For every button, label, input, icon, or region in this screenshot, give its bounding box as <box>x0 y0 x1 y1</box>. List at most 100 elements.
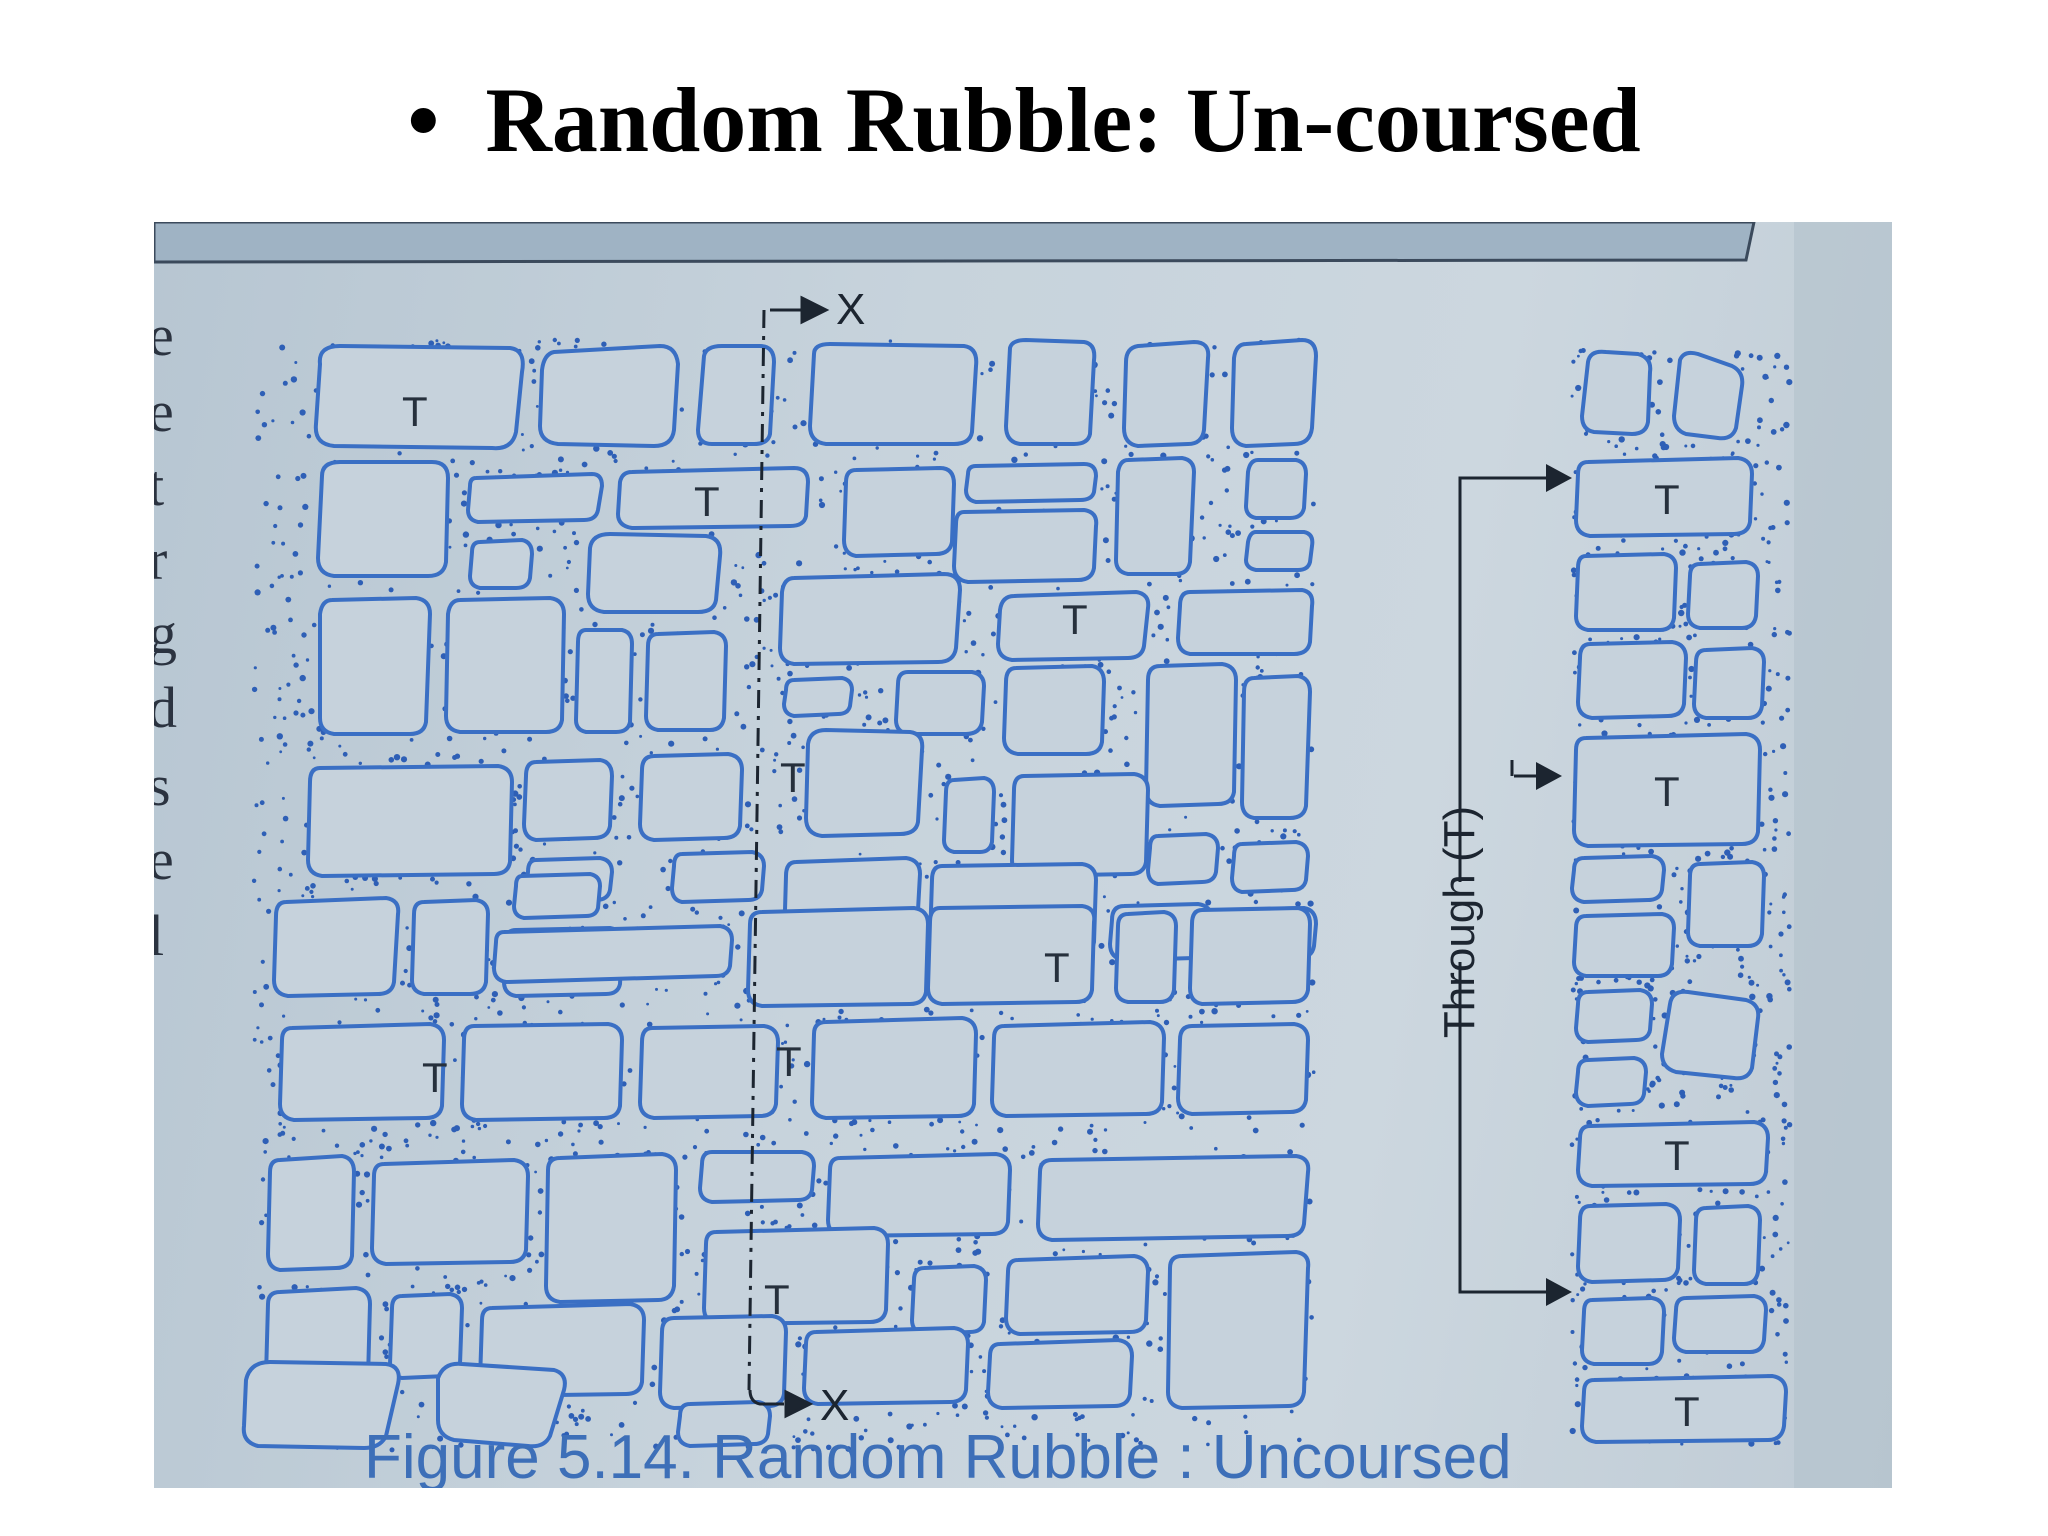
mortar-dot <box>803 1060 811 1068</box>
mortar-dot <box>400 756 408 763</box>
mortar-dot <box>1739 1361 1745 1367</box>
section-arrow-top <box>770 295 830 325</box>
mortar-dot <box>581 461 588 468</box>
mortar-dot <box>1786 1044 1792 1050</box>
mortar-dot <box>528 358 535 365</box>
stone <box>825 1151 1013 1239</box>
mortar-dot <box>771 440 776 445</box>
mortar-dot <box>1718 1083 1724 1089</box>
mortar-dot <box>1649 1080 1656 1087</box>
mortar-dot <box>760 1220 765 1225</box>
mortar-dot <box>749 827 754 832</box>
mortar-dot <box>1136 901 1140 905</box>
mortar-dot <box>738 593 743 598</box>
mortar-dot <box>513 828 518 834</box>
mortar-dot <box>285 596 292 603</box>
mortar-dot <box>421 1009 425 1013</box>
mortar-dot <box>259 390 266 397</box>
mortar-dot <box>776 824 783 830</box>
mortar-dot <box>1580 1286 1586 1292</box>
mortar-dot <box>988 585 994 590</box>
mortar-dot <box>463 543 468 548</box>
mortar-dot <box>1785 675 1791 681</box>
mortar-dot <box>389 1447 395 1453</box>
mortar-dot <box>1763 751 1768 757</box>
mortar-dot <box>558 468 563 472</box>
stone <box>1113 909 1179 1004</box>
mortar-dot <box>1254 819 1260 825</box>
mortar-dot <box>735 944 741 950</box>
mortar-dot <box>679 1299 684 1304</box>
mortar-dot <box>772 769 777 774</box>
mortar-dot <box>1309 1315 1314 1320</box>
mortar-dot <box>299 409 306 416</box>
mortar-dot <box>513 843 519 849</box>
mortar-dot <box>1692 959 1697 963</box>
mortar-dot <box>443 1275 448 1279</box>
stone <box>537 343 681 449</box>
mortar-dot <box>1770 429 1777 435</box>
mortar-dot <box>461 1286 468 1293</box>
mortar-dot <box>702 736 708 742</box>
mortar-dot <box>1214 1146 1218 1151</box>
mortar-dot <box>1664 1288 1668 1292</box>
through-stone-label: T <box>1654 768 1680 815</box>
mortar-dot <box>823 1180 829 1186</box>
mortar-dot <box>964 650 968 654</box>
mortar-dot <box>416 1415 420 1419</box>
mortar-dot <box>665 885 671 892</box>
mortar-dot <box>1678 609 1685 617</box>
mortar-dot <box>535 345 541 351</box>
stone <box>695 344 777 446</box>
mortar-dot <box>273 715 277 720</box>
mortar-dot <box>917 1259 923 1265</box>
mortar-dot <box>1255 665 1260 670</box>
mortar-dot <box>1163 1019 1170 1026</box>
mortar-dot <box>1310 582 1315 587</box>
rubble-wall-drawing: T T T T T T T T X X <box>154 222 1892 1488</box>
mortar-dot <box>976 435 984 442</box>
mortar-dot <box>779 1084 783 1089</box>
mortar-dot <box>277 575 281 579</box>
mortar-dot <box>999 834 1006 840</box>
mortar-dot <box>301 849 308 856</box>
mortar-dot <box>1783 1125 1788 1130</box>
mortar-dot <box>773 1219 778 1225</box>
mortar-dot <box>1149 1399 1154 1403</box>
stone <box>241 1359 401 1451</box>
mortar-dot <box>1309 979 1316 986</box>
mortar-dot <box>1282 828 1287 833</box>
mortar-dot <box>1773 365 1777 369</box>
mortar-dot <box>485 469 490 474</box>
mortar-dot <box>1010 1016 1014 1021</box>
mortar-dot <box>1770 525 1776 530</box>
mortar-dot <box>350 887 354 891</box>
mortar-dot <box>566 1404 571 1409</box>
mortar-dot <box>277 697 282 702</box>
mortar-dot <box>365 1198 370 1203</box>
mortar-dot <box>542 842 547 846</box>
stone <box>637 1023 781 1121</box>
mortar-dot <box>618 1422 625 1428</box>
mortar-dot <box>1570 567 1577 574</box>
mortar-dot <box>292 551 299 557</box>
mortar-dot <box>1772 1066 1778 1071</box>
stone <box>1671 1293 1769 1354</box>
mortar-dot <box>534 1170 537 1174</box>
mortar-dot <box>1768 787 1773 792</box>
mortar-dot <box>460 1149 466 1155</box>
mortar-dot <box>281 541 286 546</box>
mortar-dot <box>278 1122 282 1126</box>
mortar-dot <box>1663 443 1670 451</box>
mortar-dot <box>1577 354 1580 358</box>
mortar-dot <box>297 570 303 576</box>
mortar-dot <box>1243 451 1250 459</box>
mortar-dot <box>870 1127 875 1133</box>
mortar-dot <box>1762 1236 1766 1240</box>
mortar-dot <box>478 758 484 764</box>
mortar-dot <box>483 736 487 741</box>
mortar-dot <box>1762 373 1769 380</box>
mortar-dot <box>1097 661 1104 668</box>
mortar-dot <box>857 693 862 697</box>
mortar-dot <box>1774 352 1781 359</box>
